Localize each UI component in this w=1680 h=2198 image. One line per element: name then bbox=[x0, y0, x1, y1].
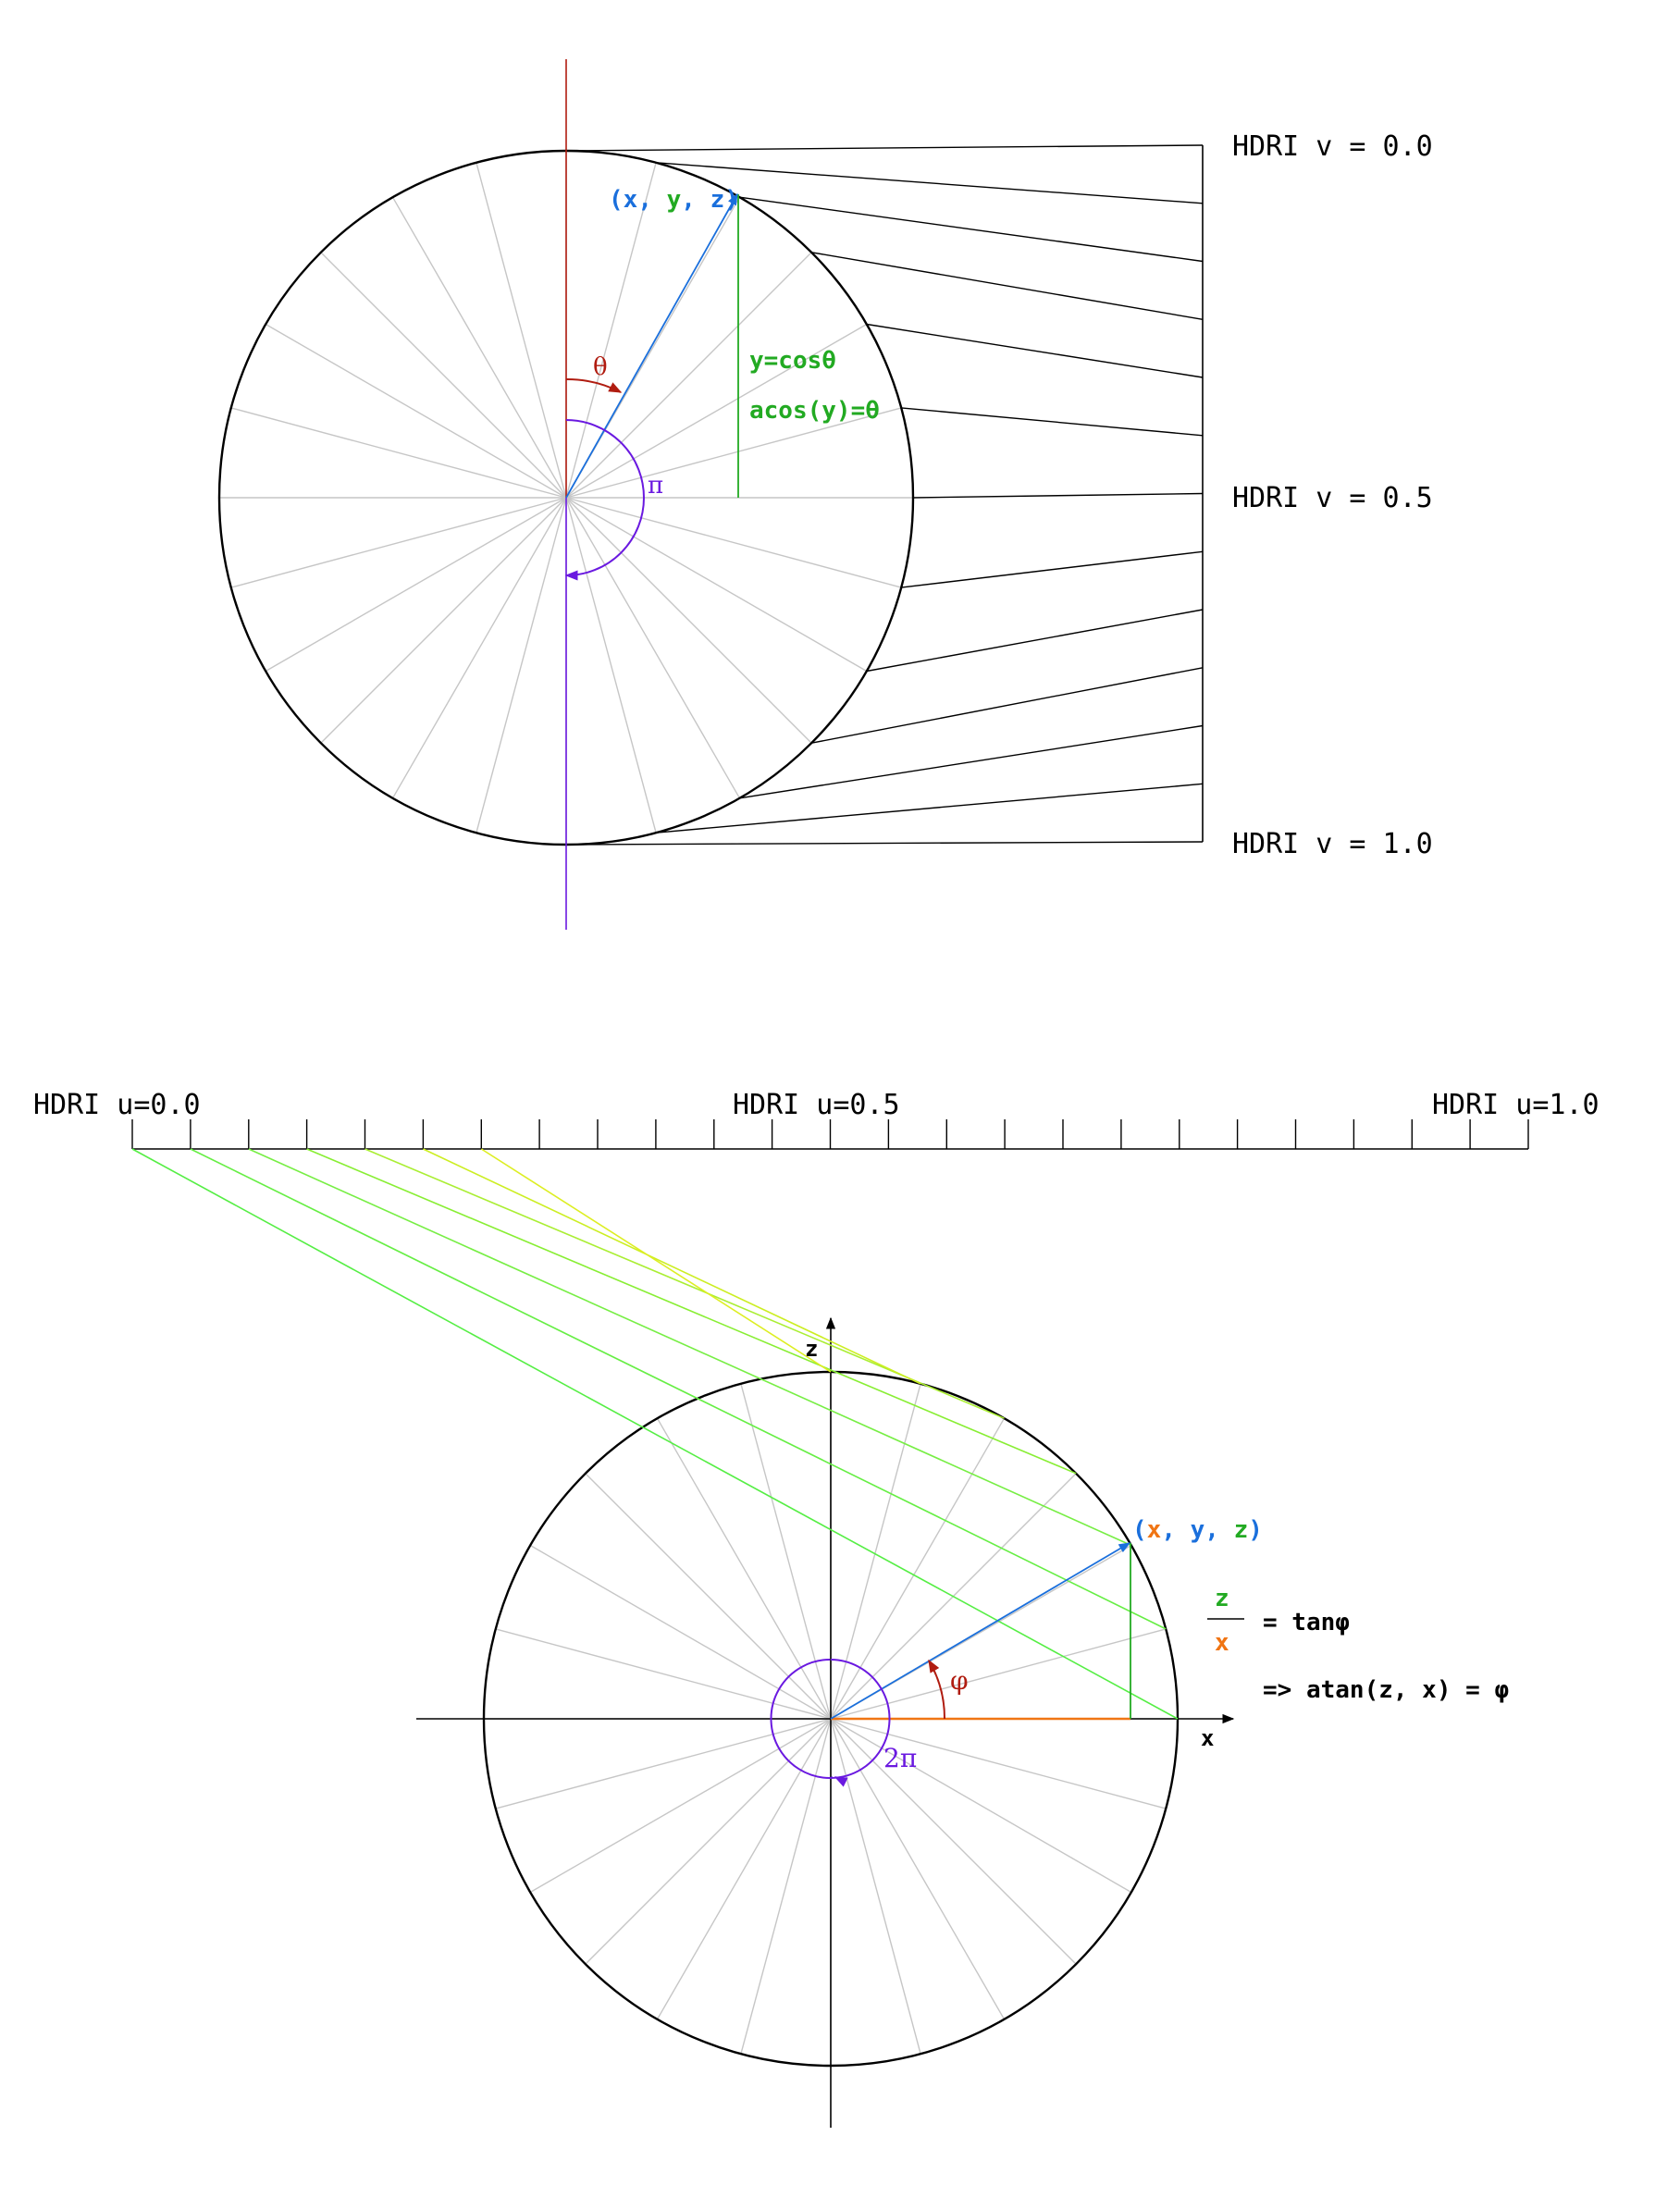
v-ray-line bbox=[901, 550, 1204, 588]
top-spoke-line bbox=[476, 497, 567, 834]
bottom-spoke-line bbox=[830, 1628, 1167, 1720]
top-spoke-line bbox=[391, 196, 567, 499]
v-ray-line bbox=[866, 609, 1204, 673]
eq-tan-phi: = tanφ bbox=[1263, 1609, 1350, 1636]
bottom-spoke-line bbox=[585, 1718, 832, 1965]
v-ray-line bbox=[656, 783, 1204, 834]
u-scale-ticks bbox=[131, 1119, 1529, 1149]
u-ray-line bbox=[306, 1148, 1077, 1475]
top-spoke-line bbox=[230, 407, 567, 499]
bottom-spoke-line bbox=[529, 1544, 832, 1720]
eq-atan-phi: => atan(z, x) = φ bbox=[1263, 1676, 1509, 1704]
top-point-label: (x, y, z) bbox=[609, 186, 739, 214]
bottom-spoke-line bbox=[656, 1718, 832, 2020]
v-ray-line bbox=[739, 724, 1204, 799]
bottom-spoke-line bbox=[740, 1718, 832, 2055]
bottom-point-label: (x, y, z) bbox=[1132, 1516, 1263, 1544]
top-spoke-line bbox=[230, 497, 567, 588]
bottom-spoke-line bbox=[830, 1718, 1006, 2020]
top-spoke-line bbox=[565, 497, 741, 799]
v-ray-line bbox=[739, 196, 1204, 263]
bottom-spoke-line bbox=[495, 1628, 832, 1720]
bottom-diagram: HDRI u=0.0 HDRI u=0.5 HDRI u=1.0 z x (x,… bbox=[33, 1089, 1600, 2128]
bottom-spoke-line bbox=[740, 1383, 832, 1720]
top-spoke-line bbox=[565, 162, 657, 499]
top-spoke-line bbox=[565, 497, 657, 834]
label-u05: HDRI u=0.5 bbox=[733, 1089, 900, 1121]
bottom-spoke-line bbox=[529, 1718, 832, 1894]
u-ray-line bbox=[131, 1148, 1179, 1720]
u-ray-line bbox=[423, 1148, 921, 1385]
top-spoke-line bbox=[320, 497, 567, 744]
u-ray-line bbox=[480, 1148, 832, 1373]
bottom-spoke-line bbox=[830, 1718, 1132, 1894]
v-ray-line bbox=[565, 144, 1204, 152]
top-spoke-line bbox=[265, 323, 567, 499]
v-ray-line bbox=[901, 407, 1204, 437]
bottom-spoke-line bbox=[830, 1718, 1167, 1809]
v-ray-line bbox=[565, 841, 1204, 846]
point-vector bbox=[565, 192, 738, 499]
eq-acos-theta: acos(y)=θ bbox=[749, 397, 880, 425]
phi-arc bbox=[928, 1659, 946, 1720]
label-u1: HDRI u=1.0 bbox=[1432, 1089, 1600, 1121]
top-spoke-line bbox=[565, 252, 812, 499]
eq-y-cos-theta: y=cosθ bbox=[749, 347, 836, 375]
top-spoke-line bbox=[476, 162, 567, 499]
bottom-spoke-line bbox=[830, 1417, 1006, 1720]
top-spoke-line bbox=[565, 407, 902, 499]
v-ray-line bbox=[866, 323, 1204, 378]
pi-label: π bbox=[648, 472, 663, 500]
u-ray-line bbox=[248, 1148, 1132, 1547]
v-ray-line bbox=[811, 667, 1204, 744]
top-spoke-line bbox=[391, 497, 567, 799]
theta-arc bbox=[565, 377, 623, 393]
two-pi-label: 2π bbox=[883, 1743, 917, 1773]
top-spoke-line bbox=[565, 497, 902, 588]
two-pi-arrow bbox=[834, 1776, 848, 1787]
bottom-spoke-line bbox=[830, 1718, 1077, 1965]
two-pi-arc bbox=[770, 1659, 891, 1779]
top-spoke-line bbox=[320, 252, 567, 499]
bottom-spoke-line bbox=[830, 1383, 921, 1720]
bottom-spoke-line bbox=[495, 1718, 832, 1809]
fraction-denominator: x bbox=[1215, 1629, 1229, 1657]
top-spoke-line bbox=[565, 497, 868, 673]
label-v0: HDRI v = 0.0 bbox=[1232, 130, 1433, 163]
fraction-numerator: z bbox=[1215, 1585, 1229, 1612]
z-axis-label: z bbox=[805, 1336, 818, 1362]
x-axis-label: x bbox=[1201, 1725, 1214, 1751]
bottom-point-vector bbox=[830, 1542, 1131, 1720]
theta-label: θ bbox=[593, 353, 608, 381]
label-v1: HDRI v = 1.0 bbox=[1232, 828, 1433, 860]
label-u0: HDRI u=0.0 bbox=[33, 1089, 201, 1121]
u-ray-line bbox=[190, 1148, 1167, 1630]
v-ray-line bbox=[656, 162, 1204, 204]
top-diagram: HDRI v = 0.0 HDRI v = 0.5 HDRI v = 1.0 (… bbox=[217, 59, 1433, 930]
top-v-rays bbox=[565, 144, 1204, 846]
pi-arc bbox=[564, 419, 645, 581]
bottom-spoke-line bbox=[830, 1718, 921, 2055]
phi-label: φ bbox=[950, 1665, 969, 1696]
label-v05: HDRI v = 0.5 bbox=[1232, 482, 1433, 514]
bottom-spoke-line bbox=[585, 1473, 832, 1720]
bottom-u-rays bbox=[131, 1148, 1179, 1720]
bottom-spoke-line bbox=[656, 1417, 832, 1720]
v-ray-line bbox=[912, 492, 1204, 499]
top-spoke-line bbox=[265, 497, 567, 673]
top-spoke-line bbox=[565, 497, 812, 744]
v-ray-line bbox=[811, 252, 1204, 320]
top-spoke-line bbox=[565, 323, 868, 499]
